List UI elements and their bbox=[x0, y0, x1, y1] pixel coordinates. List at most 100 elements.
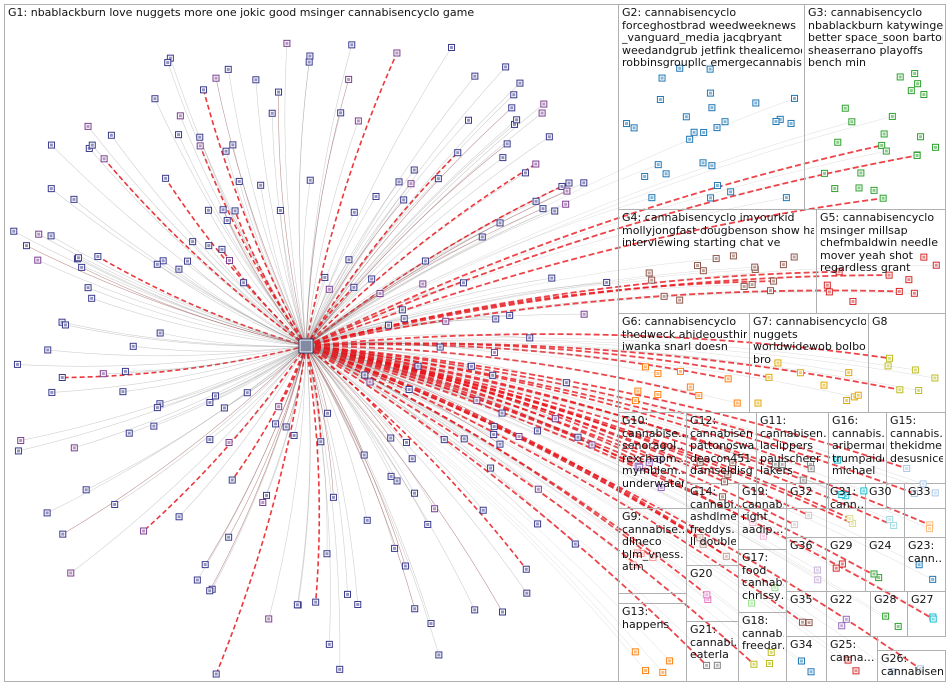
node-g11-4-avatar bbox=[780, 462, 784, 466]
node-g3-12-avatar bbox=[884, 149, 888, 153]
node-g11-1-avatar bbox=[809, 463, 813, 467]
node-g1-49-avatar bbox=[277, 405, 281, 409]
edge-g1-204 bbox=[305, 163, 537, 347]
node-g7-1-avatar bbox=[852, 395, 856, 399]
node-g6-3-avatar bbox=[656, 372, 660, 376]
node-g1-88-avatar bbox=[121, 390, 125, 394]
edge-g1-139 bbox=[208, 210, 307, 347]
node-g2-2-avatar bbox=[792, 96, 796, 100]
node-g1-64-avatar bbox=[362, 453, 366, 457]
edge-g1-152 bbox=[305, 345, 391, 439]
node-g3-18-avatar bbox=[823, 171, 827, 175]
edge-g1-141 bbox=[86, 345, 307, 491]
node-g1-123-avatar bbox=[208, 589, 212, 593]
node-g1-114-avatar bbox=[494, 317, 498, 321]
group-label-g9: G9: cannabise… dlineco blm_vness… atm bbox=[622, 511, 684, 573]
node-g1-23-avatar bbox=[541, 207, 545, 211]
node-g1-184-avatar bbox=[155, 262, 159, 266]
edge-g1-173 bbox=[305, 47, 452, 347]
node-g33-1-avatar bbox=[928, 527, 932, 531]
group-label-g1: G1: nbablackburn love nuggets more one j… bbox=[8, 7, 475, 19]
edge-g1-99 bbox=[305, 345, 392, 477]
node-g8-3-avatar bbox=[898, 388, 902, 392]
node-g1-163-avatar bbox=[45, 511, 49, 515]
edge-g1-170 bbox=[305, 169, 415, 347]
edge-g1-175 bbox=[73, 199, 307, 347]
node-g1-48-avatar bbox=[80, 265, 84, 269]
edge-g1-19 bbox=[305, 186, 563, 347]
node-g2-28-avatar bbox=[708, 91, 712, 95]
node-g2-9-avatar bbox=[678, 66, 682, 70]
node-g8-4-avatar bbox=[917, 388, 921, 392]
node-g1-196-avatar bbox=[505, 142, 509, 146]
edge-g1-53 bbox=[255, 79, 307, 347]
node-g1-106-avatar bbox=[90, 143, 94, 147]
node-g16-3-avatar bbox=[840, 492, 844, 496]
node-g1-175-avatar bbox=[72, 197, 76, 201]
edge-g1-119 bbox=[87, 287, 307, 347]
edge-g13-3 bbox=[305, 345, 670, 662]
node-g1-137-avatar bbox=[198, 144, 202, 148]
edge-g8-0 bbox=[305, 339, 935, 379]
edge-g30-0 bbox=[305, 345, 895, 527]
node-g1-15-avatar bbox=[61, 532, 65, 536]
node-g1-188-avatar bbox=[347, 77, 351, 81]
group-label-g13: G13: happens bbox=[622, 606, 670, 631]
node-g1-112-avatar bbox=[466, 118, 470, 122]
node-g4-13-avatar bbox=[753, 265, 757, 269]
node-g2-22-avatar bbox=[789, 121, 793, 125]
node-g1-179-avatar bbox=[473, 74, 477, 78]
node-g1-113-avatar bbox=[96, 255, 100, 259]
node-g15-2-avatar bbox=[912, 491, 916, 495]
node-g1-149-avatar bbox=[208, 400, 212, 404]
node-g2-3-avatar bbox=[650, 196, 654, 200]
node-g2-24-avatar bbox=[754, 101, 758, 105]
edge-g1-145 bbox=[18, 345, 307, 452]
node-g1-169-avatar bbox=[12, 229, 16, 233]
edge-g1-159 bbox=[231, 345, 307, 481]
node-g1-142-avatar bbox=[436, 177, 440, 181]
node-g16-1-avatar bbox=[835, 458, 839, 462]
node-g7-5-avatar bbox=[845, 398, 849, 402]
edge-g1-149 bbox=[209, 345, 307, 403]
node-g1-75-avatar bbox=[542, 102, 546, 106]
node-g30-1-avatar bbox=[888, 517, 892, 521]
edge-g1-108 bbox=[305, 94, 514, 347]
edge-g1-35 bbox=[305, 345, 395, 549]
node-g1-61-avatar bbox=[168, 56, 172, 60]
node-g8-2-avatar bbox=[888, 356, 892, 360]
node-g12-2-avatar bbox=[698, 460, 702, 464]
node-g1-78-avatar bbox=[270, 111, 274, 115]
node-g4-14-avatar bbox=[769, 289, 773, 293]
edge-g13-1 bbox=[305, 345, 646, 671]
edge-g35-0 bbox=[305, 345, 810, 623]
node-g2-6-avatar bbox=[688, 137, 692, 141]
node-g17-1-avatar bbox=[773, 586, 777, 590]
edge-g1-206 bbox=[305, 112, 341, 347]
edge-g1-76 bbox=[51, 345, 307, 393]
node-g4-10-avatar bbox=[714, 257, 718, 261]
edge-g1-103 bbox=[305, 199, 404, 347]
edge-g1-50 bbox=[305, 345, 341, 670]
node-g2-25-avatar bbox=[658, 97, 662, 101]
edge-g1-23 bbox=[305, 208, 544, 347]
edge-g5-0 bbox=[305, 291, 830, 347]
edge-g1-57 bbox=[305, 345, 331, 645]
edge-g1-14 bbox=[260, 185, 307, 347]
node-g1-190-avatar bbox=[19, 439, 23, 443]
node-g1-60-avatar bbox=[161, 259, 165, 263]
edge-g1-131 bbox=[37, 259, 307, 347]
node-g21-0-avatar bbox=[715, 663, 719, 667]
node-g31-0-avatar bbox=[851, 521, 855, 525]
node-g3-13-avatar bbox=[843, 106, 847, 110]
edge-g5-9 bbox=[305, 270, 840, 347]
edge-g1-15 bbox=[62, 345, 307, 535]
edge-g1-186 bbox=[305, 203, 566, 347]
node-g2-14-avatar bbox=[710, 106, 714, 110]
node-g5-7-avatar bbox=[897, 289, 901, 293]
node-g1-46-avatar bbox=[500, 610, 504, 614]
node-g1-140-avatar bbox=[166, 61, 170, 65]
edge-g1-91 bbox=[305, 345, 475, 611]
node-g3-0-avatar bbox=[890, 114, 894, 118]
node-g1-101-avatar bbox=[404, 440, 408, 444]
